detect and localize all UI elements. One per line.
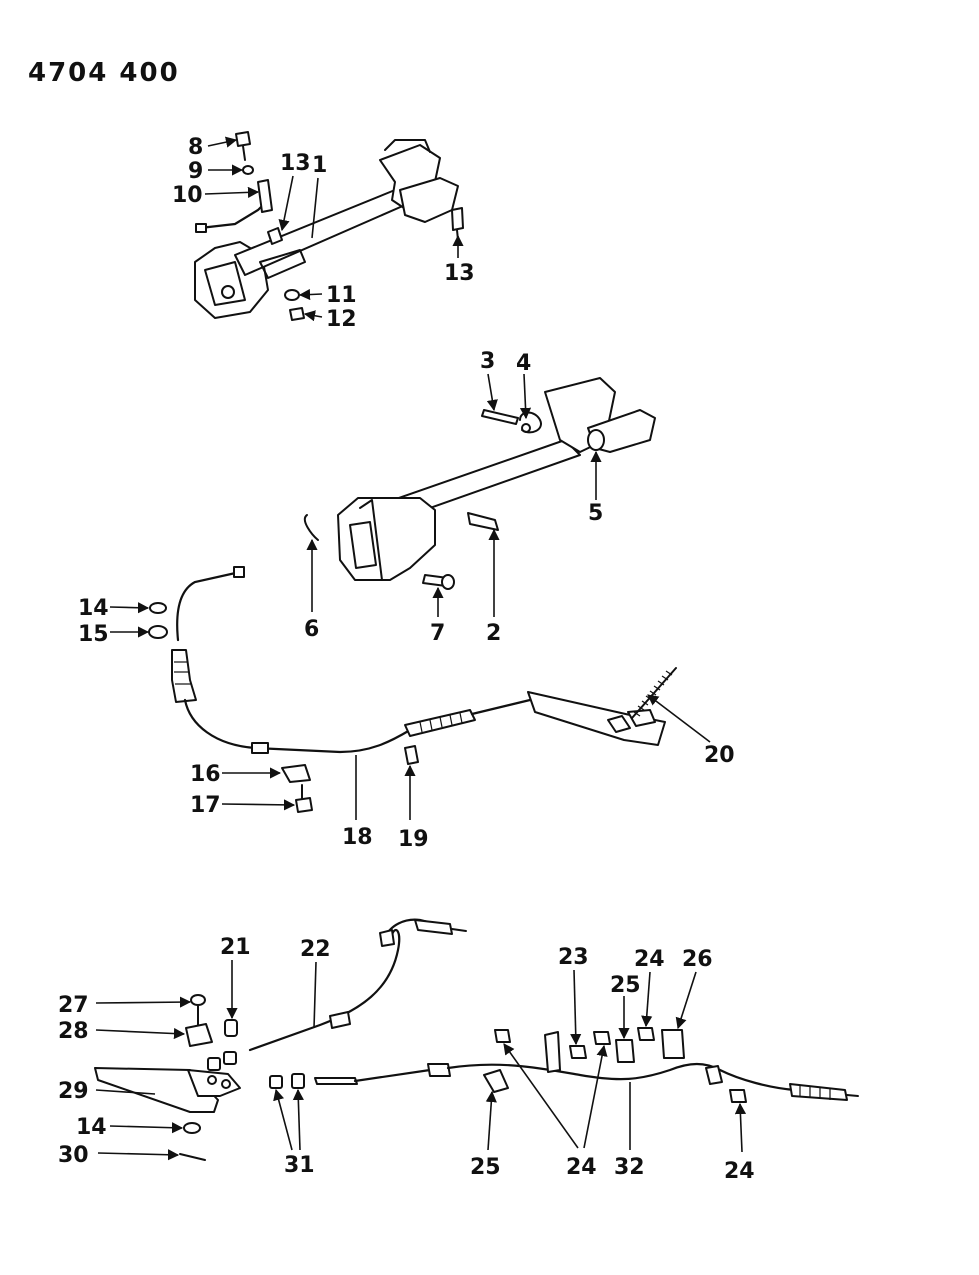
callout-14-front: 14 [78,596,109,621]
callout-28: 28 [58,1019,89,1044]
callout-24-bottom: 24 [566,1155,597,1180]
callout-8: 8 [188,135,203,160]
lever-assembly-top [194,131,464,321]
callout-1: 1 [312,153,327,178]
callout-18: 18 [342,825,373,850]
callout-24-right: 24 [724,1159,755,1184]
callout-23: 23 [558,945,589,970]
callout-2: 2 [486,621,501,646]
callout-10: 10 [172,183,203,208]
callout-13-top: 13 [280,151,311,176]
callout-16: 16 [190,762,221,787]
callout-5: 5 [588,501,603,526]
callout-14-rear: 14 [76,1115,107,1140]
callout-20: 20 [704,743,735,768]
diagram-code: 4704 400 [28,58,180,88]
callout-3: 3 [480,349,495,374]
callout-12: 12 [326,307,357,332]
callout-22: 22 [300,937,331,962]
callout-4: 4 [516,351,531,376]
callout-7: 7 [430,621,445,646]
lever-assembly-middle [303,377,656,590]
callout-25-bottom: 25 [470,1155,501,1180]
callout-24-top: 24 [634,947,665,972]
callout-6: 6 [304,617,319,642]
callout-31: 31 [284,1153,315,1178]
callout-15: 15 [78,622,109,647]
callout-21: 21 [220,935,251,960]
callout-30: 30 [58,1143,89,1168]
leader-lines [95,136,747,1161]
callout-labels: 8 9 10 13 1 13 11 12 3 4 5 6 7 2 14 15 1… [58,135,755,1184]
callout-27: 27 [58,993,89,1018]
callout-25-top: 25 [610,973,641,998]
callout-19: 19 [398,827,429,852]
callout-29: 29 [58,1079,89,1104]
callout-26: 26 [682,947,713,972]
rear-cable-assembly [94,918,859,1161]
front-cable-assembly [148,566,677,813]
callout-9: 9 [188,159,203,184]
callout-11: 11 [326,283,357,308]
callout-32: 32 [614,1155,645,1180]
callout-13-right: 13 [444,261,475,286]
callout-17: 17 [190,793,221,818]
